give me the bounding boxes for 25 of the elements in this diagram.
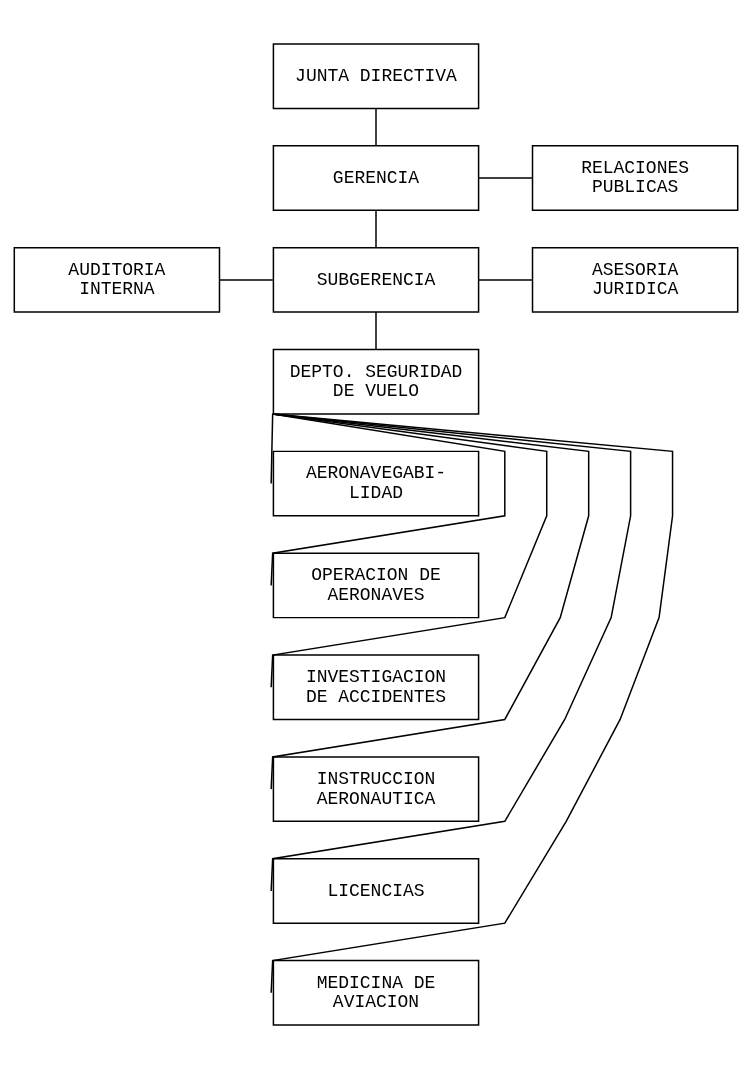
connector [270,413,548,688]
node-box: DEPTO. SEGURIDAD DE VUELO [272,348,480,415]
connector [270,413,590,790]
node-box: JUNTA DIRECTIVA [272,43,480,110]
connector [375,107,377,147]
node-box: AUDITORIA INTERNA [13,246,221,313]
node-box: LICENCIAS [272,858,480,924]
node-box: RELACIONES PUBLICAS [531,145,739,211]
node-box: MEDICINA DE AVIACION [272,959,480,1026]
node-box: ASESORIA JURIDICA [531,246,739,313]
node-box: SUBGERENCIA [272,246,480,313]
connector [477,177,533,179]
node-box: OPERACION DE AERONAVES [272,552,480,619]
connector [375,209,377,249]
node-box: AERONAVEGABI- LIDAD [272,450,480,517]
node-box: GERENCIA [272,145,480,211]
connector [270,413,632,892]
node-box: INVESTIGACION DE ACCIDENTES [272,654,480,721]
connector [270,413,274,485]
connector [270,413,506,587]
connector [270,413,674,994]
node-box: INSTRUCCION AERONAUTICA [272,756,480,823]
connector [477,279,533,281]
connector [218,279,274,281]
connector [375,311,377,350]
